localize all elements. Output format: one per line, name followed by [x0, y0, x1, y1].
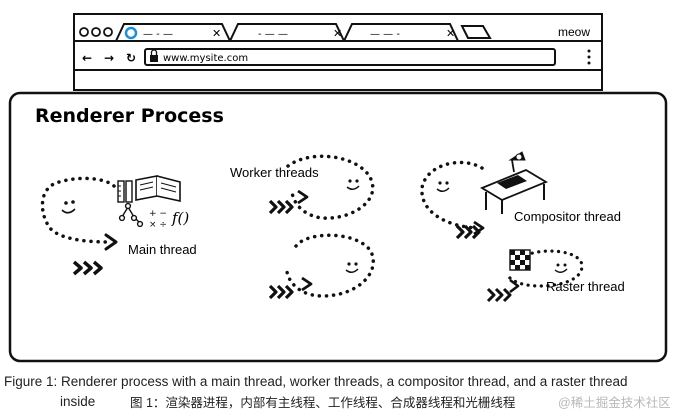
- smiley-icon: [554, 263, 568, 273]
- worker-thread-1-loop: [286, 154, 375, 220]
- smiley-icon: [61, 200, 76, 214]
- smiley-icon: [346, 179, 360, 190]
- main-thread-loop: [40, 176, 116, 244]
- svg-text:× ÷: × ÷: [149, 220, 167, 230]
- smiley-icon: [436, 181, 450, 192]
- smiley-icon: [345, 262, 359, 273]
- chevrons-icon: [486, 287, 512, 303]
- tab-close-icon[interactable]: ✕: [333, 27, 342, 40]
- raster-thread: Raster thread: [486, 249, 625, 303]
- window-close-dot[interactable]: [79, 27, 89, 37]
- back-arrow-icon[interactable]: ←: [82, 51, 92, 65]
- caption-english: Figure 1: Renderer process with a main t…: [4, 374, 628, 389]
- compositor-thread: Compositor thread: [420, 151, 621, 240]
- caption-chinese: 图 1：渲染器进程，内部有主线程、工作线程、合成器线程和光栅线程: [130, 396, 516, 410]
- worker-thread-1: [268, 154, 375, 220]
- tab-1-title: — - —: [143, 29, 173, 40]
- chevrons-icon: [268, 199, 294, 215]
- lamp-icon: [508, 151, 526, 173]
- browser-window: — - — ✕ - — — ✕ — — - ✕ meow ← → ↻ www.m…: [73, 13, 603, 91]
- desk-icon: [479, 168, 549, 214]
- worker-thread-2: [268, 233, 376, 300]
- tab-close-icon[interactable]: ✕: [212, 27, 221, 40]
- loading-spinner-icon: [124, 26, 138, 40]
- tab-3-title: — — -: [370, 29, 400, 40]
- lock-icon: [150, 49, 158, 62]
- forward-arrow-icon[interactable]: →: [104, 51, 114, 65]
- ruler-icon: [117, 180, 133, 203]
- panel-title: Renderer Process: [35, 105, 224, 127]
- arrow-head-icon: [301, 276, 313, 292]
- tree-icon: [118, 202, 144, 228]
- grid-icon: [509, 249, 531, 271]
- function-icon: f(): [171, 209, 189, 227]
- renderer-process-panel: [8, 91, 668, 363]
- window-controls: [79, 27, 113, 37]
- browser-brand: meow: [558, 25, 590, 39]
- kebab-menu-icon[interactable]: [587, 49, 591, 65]
- chevrons-icon: [455, 224, 481, 240]
- book-icon: [135, 175, 181, 202]
- window-minimize-dot[interactable]: [91, 27, 101, 37]
- watermark: @稀土掘金技术社区: [558, 396, 671, 410]
- window-maximize-dot[interactable]: [103, 27, 113, 37]
- address-url: www.mysite.com: [163, 53, 248, 64]
- address-bar[interactable]: [144, 48, 556, 66]
- main-thread-label: Main thread: [128, 242, 197, 257]
- compositor-thread-label: Compositor thread: [514, 209, 621, 224]
- raster-thread-label: Raster thread: [546, 279, 625, 294]
- compositor-thread-loop: [420, 160, 484, 230]
- worker-threads: Worker threads: [230, 154, 376, 300]
- raster-thread-loop: [504, 249, 584, 288]
- worker-threads-label: Worker threads: [230, 165, 319, 180]
- arrow-head-icon: [104, 233, 118, 251]
- arrow-head-icon: [297, 189, 309, 205]
- chevrons-icon: [268, 284, 294, 300]
- tab-2-title: - — —: [258, 29, 288, 40]
- chevrons-icon: [72, 260, 103, 276]
- worker-thread-2-loop: [285, 233, 376, 298]
- tab-2[interactable]: - — — ✕: [229, 23, 345, 42]
- tab-close-icon[interactable]: ✕: [446, 27, 455, 40]
- new-tab-button[interactable]: [460, 25, 492, 39]
- math-icon: + − × ÷: [149, 209, 167, 230]
- reload-icon[interactable]: ↻: [126, 51, 136, 65]
- svg-text:+ −: + −: [149, 209, 167, 219]
- caption-english-continued: inside: [60, 394, 96, 409]
- main-thread: Main thread + − × ÷: [40, 175, 197, 276]
- tab-3[interactable]: — — - ✕: [343, 23, 459, 42]
- arrow-head-icon: [509, 278, 520, 294]
- tab-1[interactable]: — - — ✕: [115, 23, 231, 42]
